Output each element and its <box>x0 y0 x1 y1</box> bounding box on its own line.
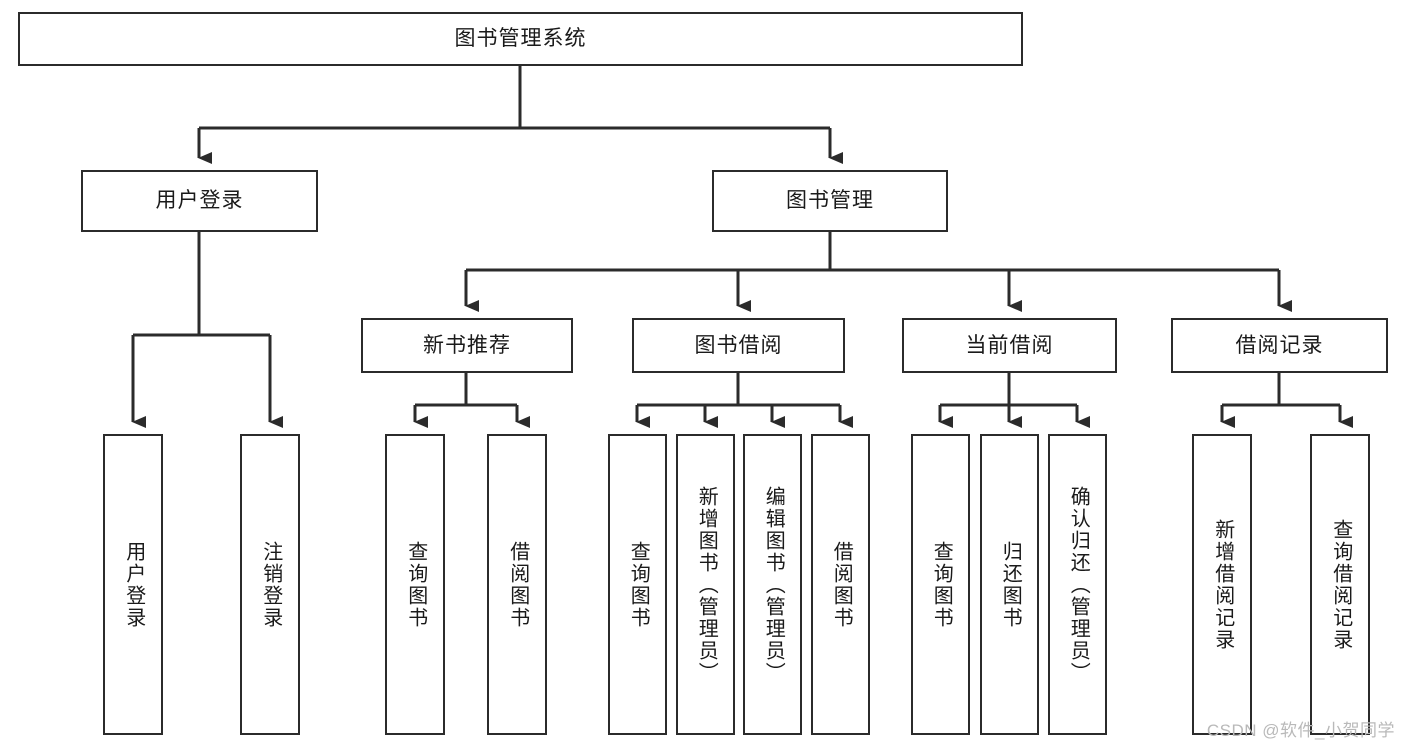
node-user-login[interactable]: 用户登录 <box>81 170 318 232</box>
node-current-borrow-label: 当前借阅 <box>965 333 1054 357</box>
leaf-add-book-label: 新增图书（管理员） <box>695 485 718 684</box>
leaf-user-login-label: 用户登录 <box>122 540 145 629</box>
leaf-logout-login-label: 注销登录 <box>259 540 282 629</box>
leaf-query-book-3[interactable]: 查询图书 <box>911 434 970 735</box>
leaf-borrow-book-2-label: 借阅图书 <box>830 540 853 629</box>
leaf-add-record[interactable]: 新增借阅记录 <box>1192 434 1252 735</box>
node-new-book-recommend-label: 新书推荐 <box>423 333 511 357</box>
node-current-borrow[interactable]: 当前借阅 <box>902 318 1117 373</box>
node-book-management[interactable]: 图书管理 <box>712 170 948 232</box>
leaf-query-book-1[interactable]: 查询图书 <box>385 434 445 735</box>
leaf-user-login[interactable]: 用户登录 <box>103 434 163 735</box>
node-book-borrow[interactable]: 图书借阅 <box>632 318 845 373</box>
node-book-borrow-label: 图书借阅 <box>694 333 783 357</box>
leaf-confirm-return[interactable]: 确认归还（管理员） <box>1048 434 1107 735</box>
leaf-edit-book[interactable]: 编辑图书（管理员） <box>743 434 802 735</box>
leaf-query-record[interactable]: 查询借阅记录 <box>1310 434 1370 735</box>
leaf-add-record-label: 新增借阅记录 <box>1211 518 1234 651</box>
node-book-management-label: 图书管理 <box>786 189 874 213</box>
node-user-login-label: 用户登录 <box>155 189 244 213</box>
leaf-borrow-book-1[interactable]: 借阅图书 <box>487 434 547 735</box>
node-borrow-record[interactable]: 借阅记录 <box>1171 318 1388 373</box>
leaf-query-book-3-label: 查询图书 <box>930 540 953 629</box>
leaf-query-book-2[interactable]: 查询图书 <box>608 434 667 735</box>
leaf-return-book[interactable]: 归还图书 <box>980 434 1039 735</box>
leaf-logout-login[interactable]: 注销登录 <box>240 434 300 735</box>
leaf-return-book-label: 归还图书 <box>999 540 1022 629</box>
leaf-query-book-2-label: 查询图书 <box>627 540 650 629</box>
leaf-add-book[interactable]: 新增图书（管理员） <box>676 434 735 735</box>
node-borrow-record-label: 借阅记录 <box>1235 333 1324 357</box>
leaf-query-book-1-label: 查询图书 <box>404 540 427 629</box>
node-root-label: 图书管理系统 <box>454 27 587 51</box>
csdn-watermark: CSDN @软件_小贺同学 <box>1206 721 1395 740</box>
node-new-book-recommend[interactable]: 新书推荐 <box>361 318 573 373</box>
leaf-borrow-book-2[interactable]: 借阅图书 <box>811 434 870 735</box>
leaf-confirm-return-label: 确认归还（管理员） <box>1067 485 1090 684</box>
node-root[interactable]: 图书管理系统 <box>18 12 1023 66</box>
leaf-query-record-label: 查询借阅记录 <box>1329 518 1352 651</box>
leaf-edit-book-label: 编辑图书（管理员） <box>762 485 785 684</box>
leaf-borrow-book-1-label: 借阅图书 <box>506 540 529 629</box>
